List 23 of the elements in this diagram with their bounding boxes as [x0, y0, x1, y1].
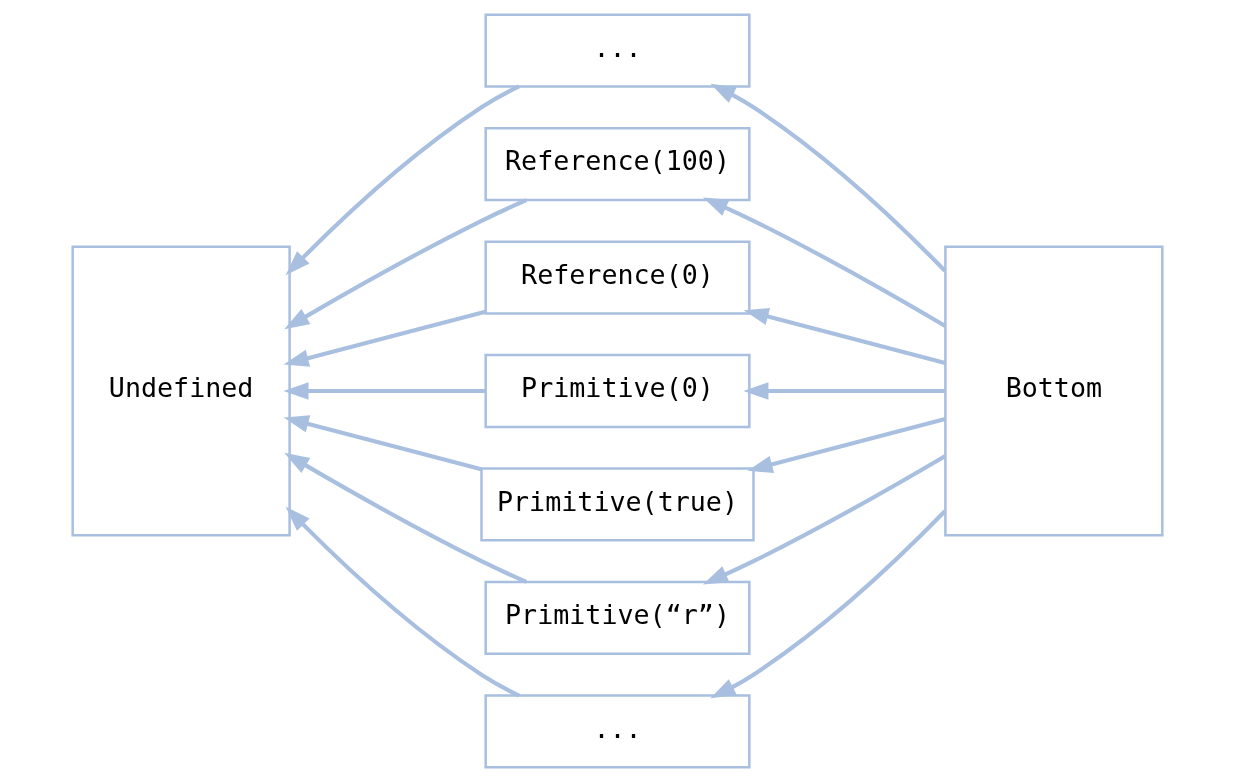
- node-box: ...: [484, 694, 751, 769]
- arrow: [284, 198, 528, 330]
- node-box: Bottom: [944, 245, 1164, 537]
- arrow: [710, 83, 947, 273]
- node-box: Undefined: [71, 245, 291, 537]
- arrow: [283, 309, 486, 367]
- arrow: [285, 506, 520, 698]
- arrow: [743, 382, 946, 400]
- arrow: [284, 452, 528, 584]
- arrow: [283, 415, 482, 472]
- arrow: [702, 454, 947, 585]
- arrow: [285, 84, 520, 276]
- node-box: Primitive(true): [480, 467, 755, 542]
- node-box: Reference(100): [484, 126, 751, 202]
- arrow: [283, 382, 486, 400]
- arrow: [702, 197, 947, 328]
- node-box: Primitive(0): [484, 353, 751, 429]
- node-box: Reference(0): [484, 240, 751, 315]
- node-box: Primitive(“r”): [484, 580, 751, 656]
- arrow: [710, 509, 947, 699]
- arrow: [743, 308, 946, 365]
- arrow: [747, 417, 946, 473]
- node-box: ...: [484, 13, 751, 88]
